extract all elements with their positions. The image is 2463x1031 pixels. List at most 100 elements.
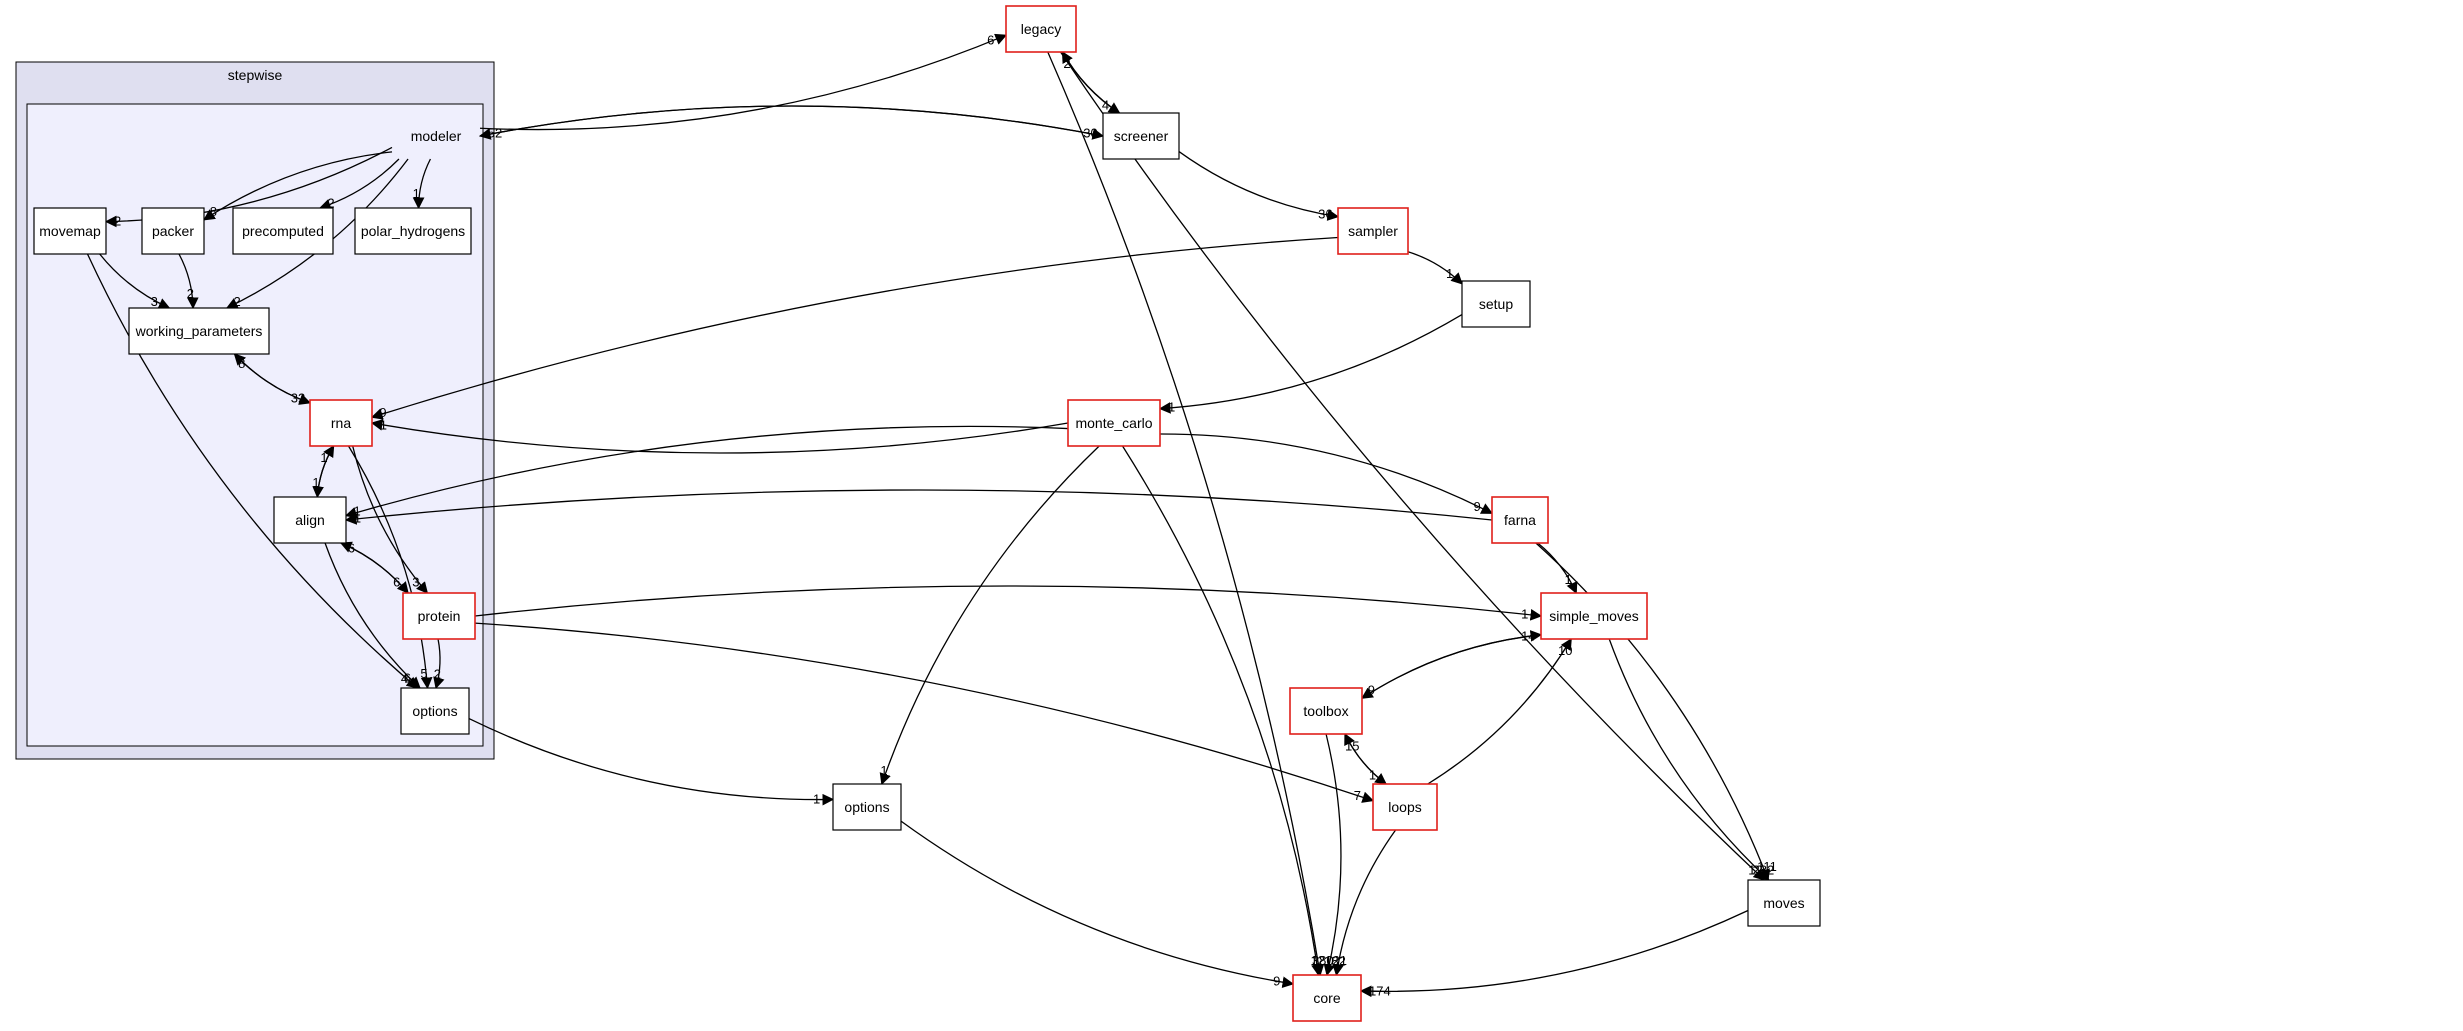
node-precomputed[interactable]: precomputed: [232, 207, 334, 255]
node-label-align: align: [295, 512, 325, 528]
node-label-farna: farna: [1504, 512, 1536, 528]
node-box-polar_hydrogens[interactable]: [354, 207, 472, 255]
node-simple_moves[interactable]: simple_moves: [1540, 592, 1648, 640]
edge-label-modeler-to-precomputed: 2: [327, 196, 334, 211]
node-moves[interactable]: moves: [1747, 879, 1821, 927]
node-box-setup[interactable]: [1461, 280, 1531, 328]
node-label-core: core: [1313, 990, 1340, 1006]
edge-screener-to-sampler: [1178, 151, 1340, 221]
node-options_inner[interactable]: options: [400, 687, 470, 735]
node-options_outer[interactable]: options: [832, 783, 902, 831]
node-box-packer[interactable]: [141, 207, 205, 255]
node-align[interactable]: align: [273, 496, 347, 544]
edge-legacy-to-core: [1047, 51, 1325, 977]
edge-monte_carlo-to-farna: [1159, 433, 1494, 514]
edge-farna-to-align: [344, 489, 1493, 525]
node-label-movemap: movemap: [39, 223, 101, 239]
edge-label-screener-to-sampler: 36: [1318, 207, 1332, 222]
node-setup[interactable]: setup: [1461, 280, 1531, 328]
edge-label-align-to-rna: 1: [320, 450, 327, 465]
node-box-simple_moves[interactable]: [1540, 592, 1648, 640]
edge-align-to-options_inner: [324, 542, 421, 689]
node-box-rna[interactable]: [309, 399, 373, 447]
node-box-legacy[interactable]: [1005, 5, 1077, 53]
cluster-stepwise-label: stepwise: [228, 67, 283, 83]
edge-rna-to-protein: [352, 445, 429, 594]
node-label-precomputed: precomputed: [242, 223, 324, 239]
edge-moves-to-core: [1359, 909, 1749, 998]
node-protein[interactable]: protein: [402, 592, 476, 640]
node-label-screener: screener: [1114, 128, 1169, 144]
node-box-align[interactable]: [273, 496, 347, 544]
node-box-loops[interactable]: [1372, 783, 1438, 831]
node-box-options_inner[interactable]: [400, 687, 470, 735]
edge-label-loops-to-toolbox: 15: [1345, 739, 1359, 754]
node-polar_hydrogens[interactable]: polar_hydrogens: [354, 207, 472, 255]
node-box-options_outer[interactable]: [832, 783, 902, 831]
edge-label-rna-to-protein: 3: [412, 574, 419, 589]
edge-label-farna-to-simple_moves: 1: [1565, 572, 1572, 587]
node-modeler[interactable]: modeler: [411, 128, 462, 144]
node-toolbox[interactable]: toolbox: [1289, 687, 1363, 735]
edge-loops-to-core: [1332, 829, 1397, 977]
node-rna[interactable]: rna: [309, 399, 373, 447]
node-box-toolbox[interactable]: [1289, 687, 1363, 735]
node-box-working_parameters[interactable]: [128, 307, 270, 355]
node-legacy[interactable]: legacy: [1005, 5, 1077, 53]
node-label-options_outer: options: [844, 799, 889, 815]
node-label-toolbox: toolbox: [1303, 703, 1348, 719]
edge-label-monte_carlo-to-core: 121: [1310, 953, 1332, 968]
node-movemap[interactable]: movemap: [33, 207, 107, 255]
node-label-polar_hydrogens: polar_hydrogens: [361, 223, 465, 239]
edge-monte_carlo-to-align: [344, 425, 1069, 519]
edge-loops-to-simple_moves: [1427, 637, 1572, 785]
node-box-sampler[interactable]: [1337, 207, 1409, 255]
edge-label-legacy-to-core: 380: [1312, 953, 1334, 968]
node-box-protein[interactable]: [402, 592, 476, 640]
edge-protein-to-align: [339, 541, 409, 594]
edge-label-modeler-to-legacy: 6: [987, 33, 994, 48]
edge-label-align-to-protein: 6: [393, 574, 400, 589]
node-box-monte_carlo[interactable]: [1067, 399, 1161, 447]
edge-label-rna-to-working_parameters: 8: [238, 356, 245, 371]
node-box-moves[interactable]: [1747, 879, 1821, 927]
node-farna[interactable]: farna: [1491, 496, 1549, 544]
edge-screener-to-modeler: [478, 105, 1104, 140]
node-working_parameters[interactable]: working_parameters: [128, 307, 270, 355]
edge-label-modeler-to-screener: 30: [1083, 125, 1097, 140]
node-core[interactable]: core: [1292, 974, 1362, 1022]
edge-label-working_parameters-to-rna: 32: [291, 390, 305, 405]
node-screener[interactable]: screener: [1102, 112, 1180, 160]
edge-sampler-to-rna: [370, 236, 1339, 420]
edge-modeler-to-legacy: [479, 33, 1008, 131]
edge-movemap-to-working_parameters: [99, 253, 171, 309]
edge-screener-to-legacy: [1061, 50, 1120, 114]
edge-label-align-to-options_inner: 6: [404, 670, 411, 685]
node-label-sampler: sampler: [1348, 223, 1398, 239]
node-sampler[interactable]: sampler: [1337, 207, 1409, 255]
edge-label-protein-to-align: 6: [348, 541, 355, 556]
node-box-movemap[interactable]: [33, 207, 107, 255]
edge-label-toolbox-to-core: 182: [1324, 953, 1346, 968]
edge-label-legacy-to-screener: 4: [1102, 97, 1109, 112]
node-box-precomputed[interactable]: [232, 207, 334, 255]
node-monte_carlo[interactable]: monte_carlo: [1067, 399, 1161, 447]
node-box-farna[interactable]: [1491, 496, 1549, 544]
edge-align-to-rna: [316, 444, 335, 498]
node-label-working_parameters: working_parameters: [135, 323, 263, 339]
edge-label-farna-to-align: 1: [354, 511, 361, 526]
edge-toolbox-to-simple_moves: [1361, 630, 1543, 699]
edge-label-toolbox-to-simple_moves: 14: [1521, 628, 1535, 643]
node-box-core[interactable]: [1292, 974, 1362, 1022]
node-label-options_inner: options: [412, 703, 457, 719]
edge-modeler-to-polar_hydrogens: [412, 158, 432, 210]
edge-modeler-to-precomputed: [318, 158, 400, 211]
node-loops[interactable]: loops: [1372, 783, 1438, 831]
edge-label-simple_moves-to-moves: 282: [1753, 862, 1775, 877]
node-packer[interactable]: packer: [141, 207, 205, 255]
edge-setup-to-monte_carlo: [1158, 314, 1463, 414]
node-label-setup: setup: [1479, 296, 1513, 312]
node-box-screener[interactable]: [1102, 112, 1180, 160]
edge-monte_carlo-to-options_outer: [879, 445, 1100, 786]
